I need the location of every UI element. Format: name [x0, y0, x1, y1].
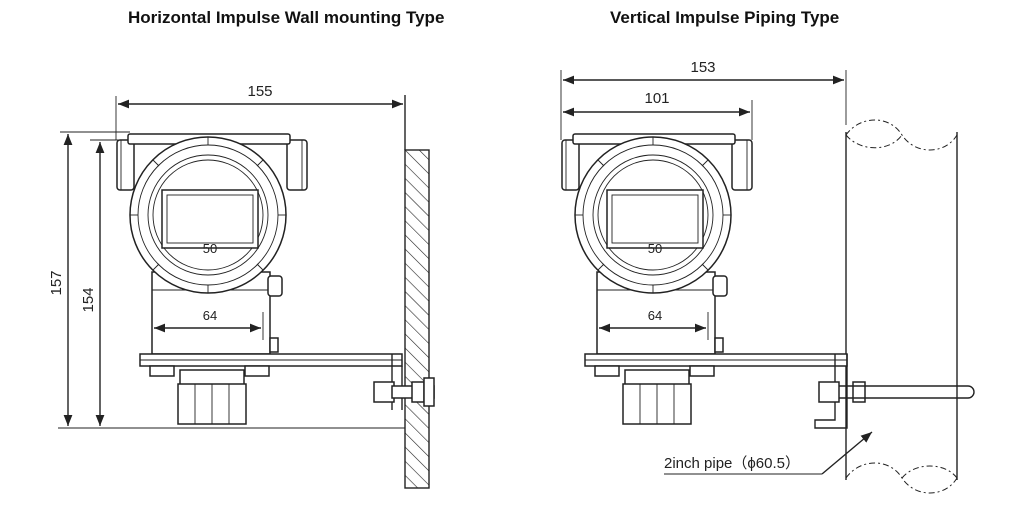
- transmitter-left: 50: [116, 133, 435, 425]
- right-view: 153 101: [560, 59, 975, 494]
- pipe: [845, 119, 958, 494]
- dim-label-153: 153: [690, 59, 715, 76]
- dim-label-155: 155: [247, 83, 272, 100]
- dim-label-64-right: 64: [648, 308, 662, 323]
- left-view: 155 157 154: [48, 83, 435, 489]
- display-label-50-right: 50: [648, 241, 662, 256]
- wall-hatch: [404, 149, 430, 489]
- transmitter-right: 50: [561, 133, 975, 429]
- title-horizontal-wall-mounting: Horizontal Impulse Wall mounting Type: [128, 8, 445, 27]
- display-label-50: 50: [203, 241, 217, 256]
- dim-label-154: 154: [80, 287, 97, 312]
- pipe-callout-label: 2inch pipe（ϕ60.5）: [664, 455, 800, 472]
- dim-label-101: 101: [644, 90, 669, 107]
- dim-label-157: 157: [48, 270, 65, 295]
- dim-label-64-left: 64: [203, 308, 217, 323]
- title-vertical-pipe-mounting: Vertical Impulse Piping Type: [610, 8, 840, 27]
